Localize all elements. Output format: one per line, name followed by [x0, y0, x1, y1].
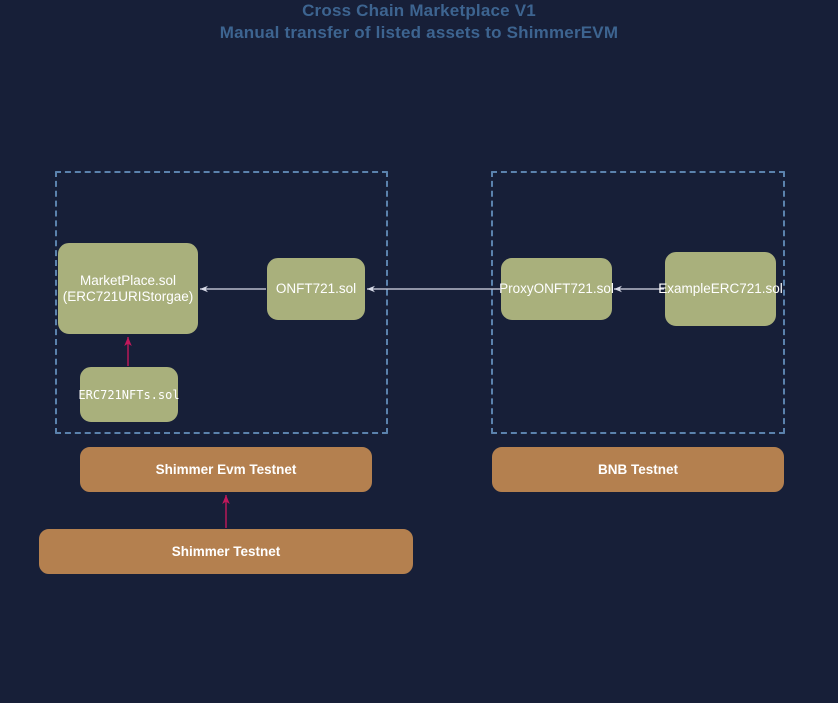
onft721-node[interactable]: ONFT721.sol — [267, 258, 365, 320]
page-title: Cross Chain Marketplace V1 Manual transf… — [0, 0, 838, 44]
proxyonft721-node[interactable]: ProxyONFT721.sol — [499, 258, 614, 320]
bnb-cluster-boundary — [491, 171, 785, 434]
shimmer-evm-cluster-boundary — [55, 171, 388, 434]
exampleerc721-node-label: ExampleERC721.sol — [658, 281, 783, 296]
erc721nfts-node-label: ERC721NFTs.sol — [78, 387, 180, 402]
bnb-testnet-label: BNB Testnet — [597, 462, 678, 477]
marketplace-node[interactable]: MarketPlace.sol (ERC721URIStorgae) — [58, 243, 198, 334]
marketplace-node-label: MarketPlace.sol (ERC721URIStorgae) — [63, 273, 194, 305]
shimmer-evm-testnet-label: Shimmer Evm Testnet — [155, 462, 297, 477]
onft721-node-label: ONFT721.sol — [275, 281, 357, 296]
shimmer-testnet-node[interactable]: Shimmer Testnet — [39, 529, 413, 574]
marketplace-node-label-line1: MarketPlace.sol — [79, 272, 177, 288]
shimmer-testnet-label: Shimmer Testnet — [171, 544, 281, 559]
exampleerc721-node[interactable]: ExampleERC721.sol — [658, 252, 783, 326]
shimmer-evm-testnet-node[interactable]: Shimmer Evm Testnet — [80, 447, 372, 492]
title-line-2: Manual transfer of listed assets to Shim… — [219, 23, 619, 42]
title-line-1: Cross Chain Marketplace V1 — [302, 1, 536, 20]
proxyonft721-node-label: ProxyONFT721.sol — [499, 281, 614, 296]
erc721nfts-node[interactable]: ERC721NFTs.sol — [78, 367, 180, 422]
marketplace-node-label-line2: (ERC721URIStorgae) — [62, 288, 194, 304]
bnb-testnet-node[interactable]: BNB Testnet — [492, 447, 784, 492]
